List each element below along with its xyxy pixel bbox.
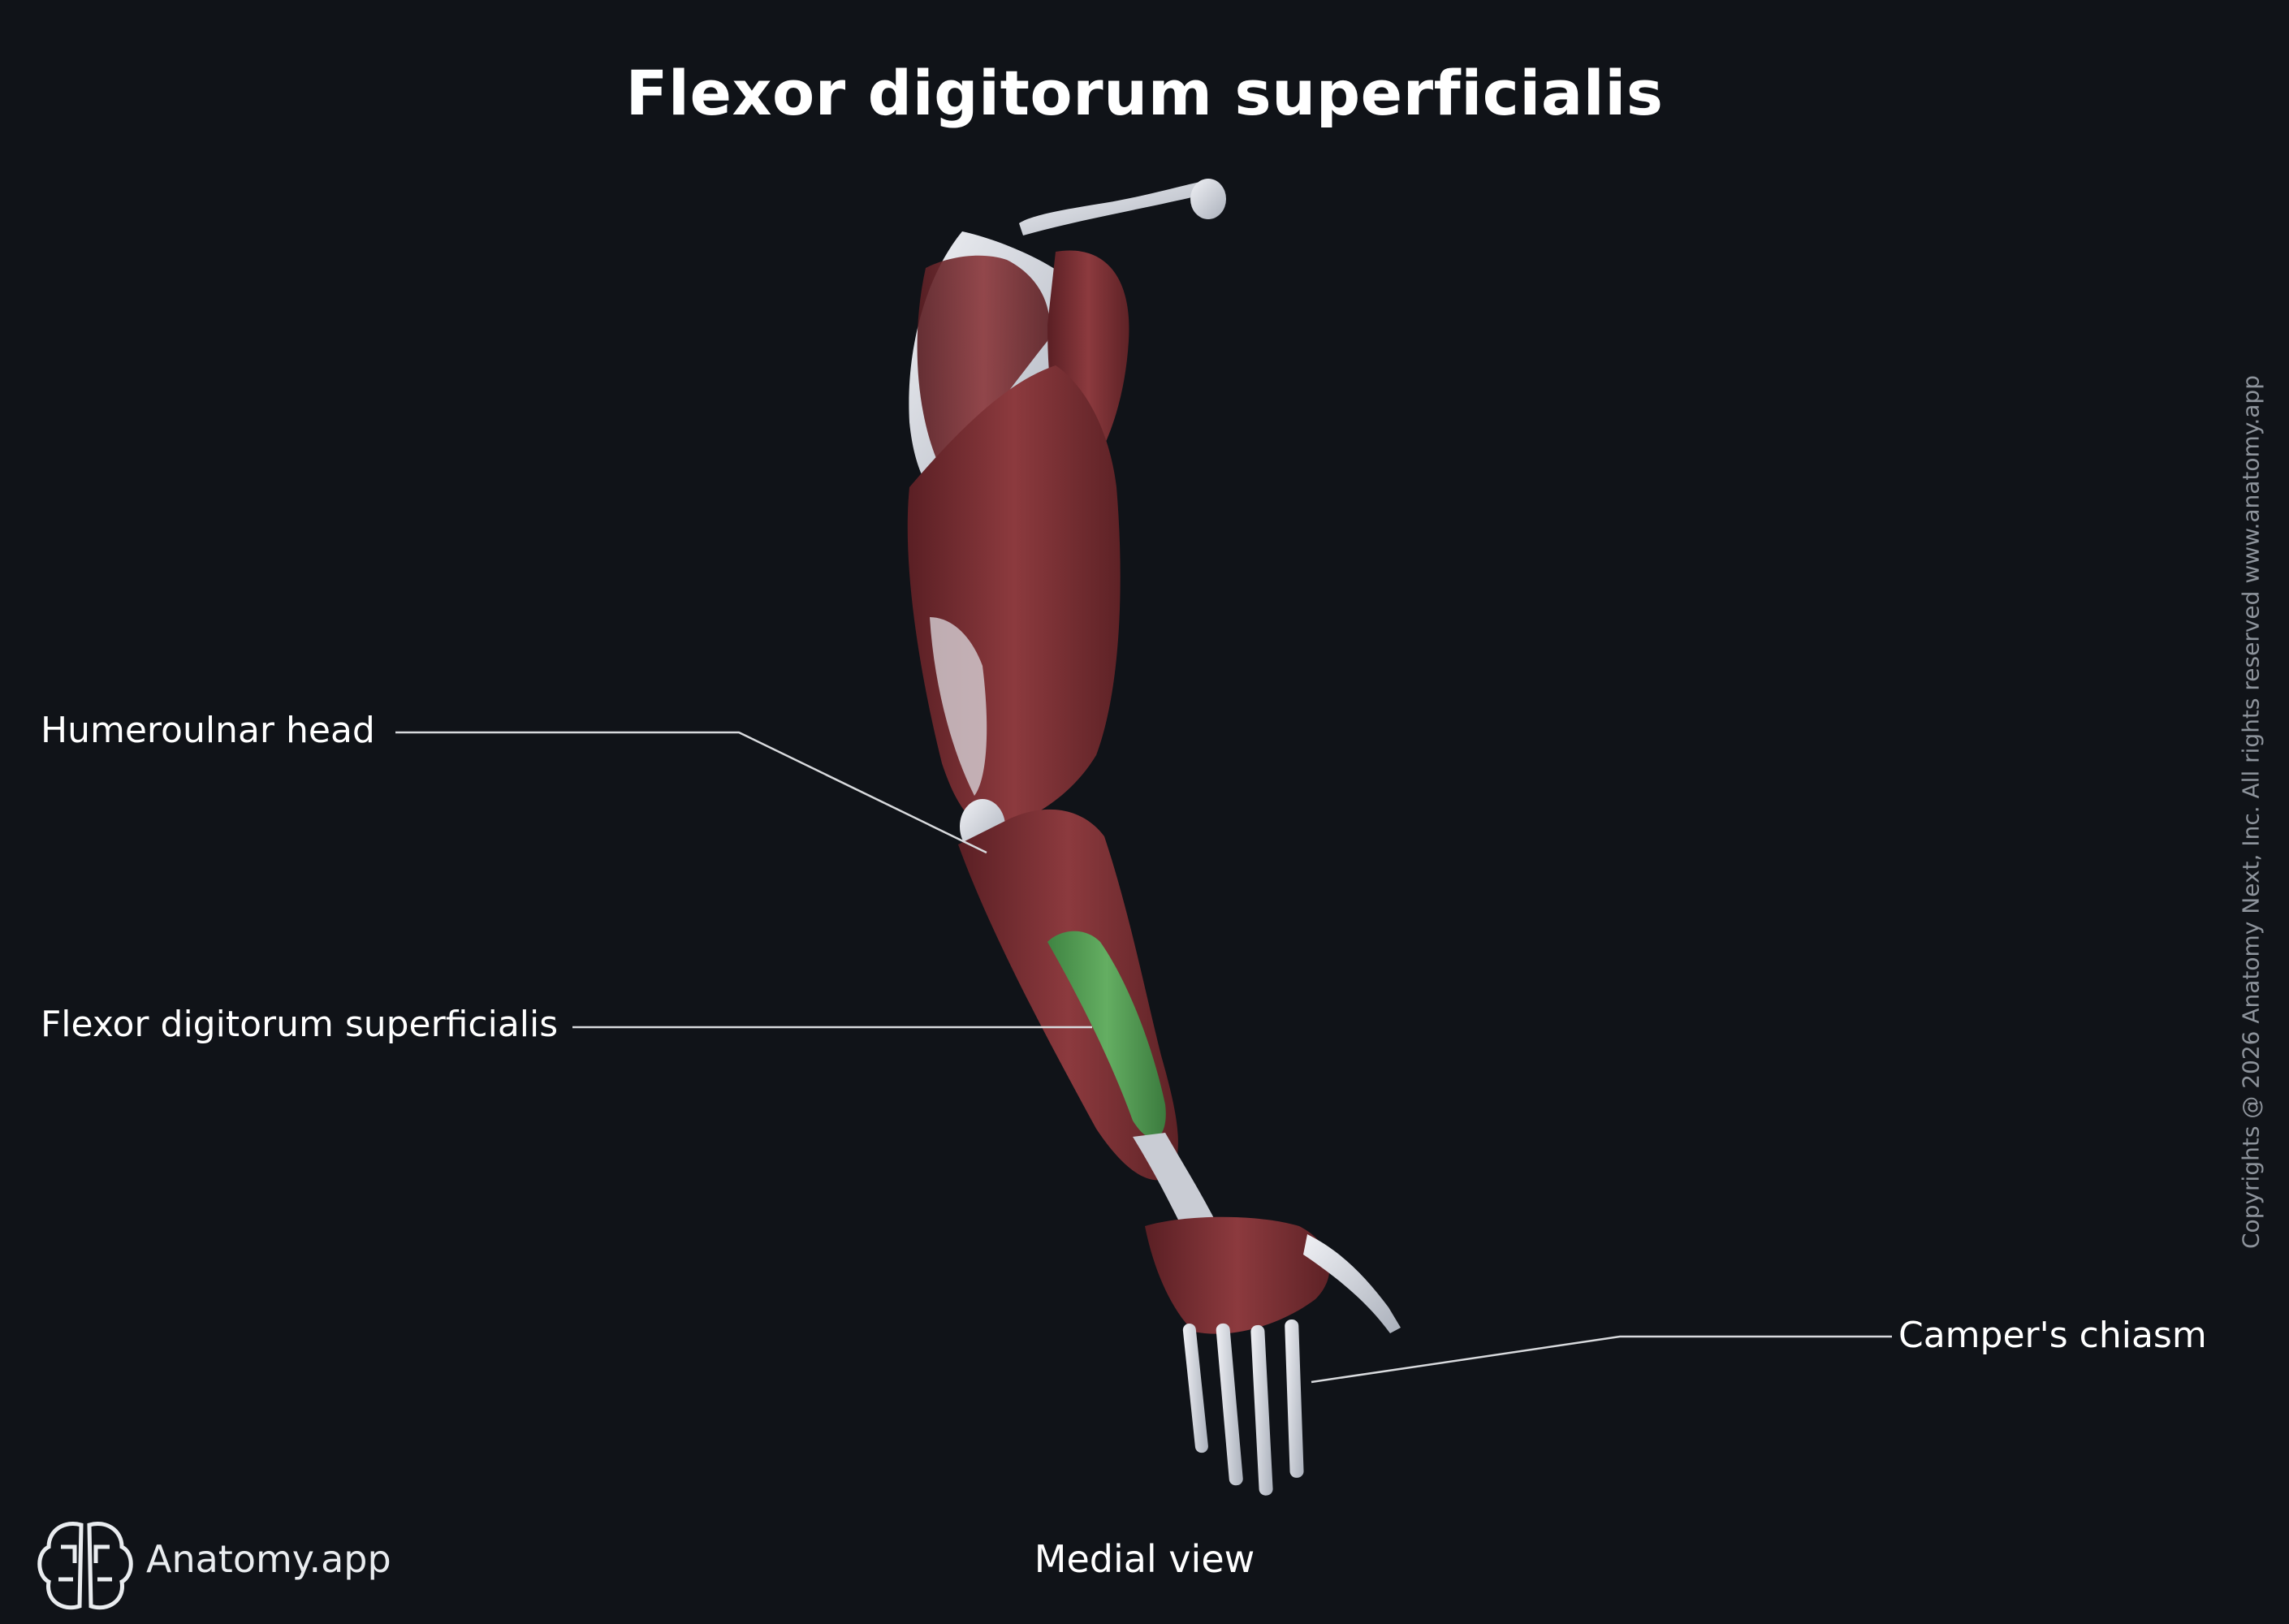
copyright-notice: Copyrights @ 2026 Anatomy Next, Inc. All… (2237, 375, 2265, 1249)
label-humeroulnar-head: Humeroulnar head (41, 710, 375, 751)
campers-chiasm-leader-line (1311, 1335, 1892, 1384)
scapula-muscle (917, 255, 1050, 471)
humeroulnar-leader-line (395, 731, 987, 854)
label-campers-chiasm: Camper's chiasm (1898, 1315, 2207, 1356)
thumb-bone (1303, 1234, 1401, 1333)
finger-bones (1182, 1319, 1304, 1496)
triceps-tendon (930, 617, 987, 796)
label-flexor-digitorum-superficialis: Flexor digitorum superficialis (41, 1004, 559, 1045)
fds-highlight (1047, 931, 1166, 1138)
clavicle-bone (1019, 180, 1216, 235)
forearm-tendons (1133, 1133, 1218, 1234)
hand-palm (1145, 1216, 1330, 1334)
brand-name: Anatomy.app (146, 1537, 391, 1581)
brain-logo-icon (37, 1522, 133, 1610)
clavicle-end (1190, 179, 1226, 219)
page-title: Flexor digitorum superficialis (625, 57, 1664, 129)
view-caption: Medial view (1034, 1537, 1255, 1581)
